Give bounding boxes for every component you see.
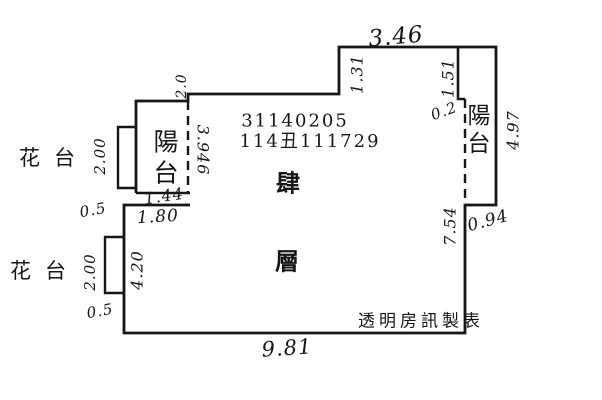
dim-top-right-inner-wall: 1.51 <box>438 58 458 98</box>
dim-top-width: 3.46 <box>367 21 425 53</box>
room-label-flower-bed-upper: 花台 <box>19 146 89 170</box>
wall-upper-flower-bed <box>116 125 136 190</box>
room-label-balcony-left: 陽台 <box>152 128 180 189</box>
dim-upper-flower-bed-height: 2.00 <box>91 137 109 175</box>
floor-char-bottom: 層 <box>275 246 299 276</box>
room-label-flower-bed-lower: 花台 <box>10 259 80 283</box>
survey-number: 31140205 <box>241 110 349 132</box>
balcony-left-text: 陽台 <box>153 127 179 188</box>
dim-lower-left-wall: 4.20 <box>127 250 147 290</box>
dim-right-wall-lower: 7.54 <box>440 206 460 246</box>
dim-right-balcony-height: 4.97 <box>503 110 523 150</box>
parcel-number: 114丑111729 <box>239 131 381 152</box>
wall-lower-flower-bed <box>103 235 124 295</box>
dim-inner-wall-width: 1.80 <box>136 205 180 229</box>
room-label-balcony-right: 陽台 <box>466 102 492 158</box>
balcony-right-text: 陽台 <box>467 102 491 157</box>
floor-char-top: 肆 <box>276 168 300 198</box>
dim-left-balcony-inner-wall: 3.946 <box>193 124 213 176</box>
wall-right-balcony-jog <box>456 47 465 101</box>
dim-left-balcony-top: 2.0 <box>174 73 190 99</box>
dim-lower-flower-bed-height: 2.00 <box>81 253 99 291</box>
dim-bottom-width: 9.81 <box>260 334 314 362</box>
producer-watermark: 透明房訊製表 <box>358 311 484 332</box>
dim-top-left-inner-wall: 1.31 <box>347 54 367 94</box>
